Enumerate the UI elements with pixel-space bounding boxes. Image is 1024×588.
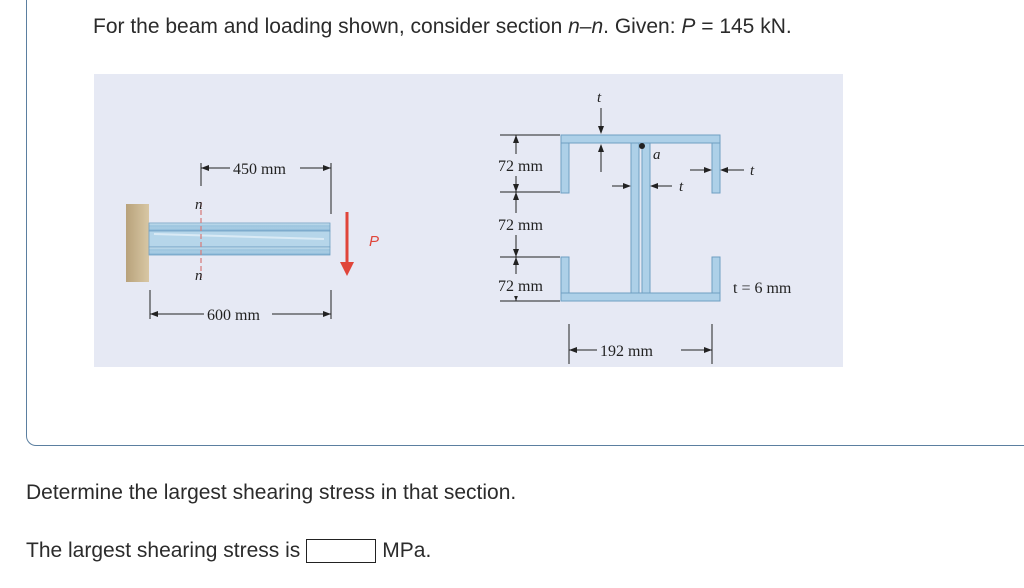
answer-prefix: The largest shearing stress is [26, 539, 301, 562]
t-right-label: t [750, 163, 755, 179]
cross-section [560, 134, 721, 302]
beam-figure: n n 450 mm 600 mm P [94, 74, 843, 367]
section-label: n–n [568, 15, 604, 38]
thickness-label: t = 6 mm [733, 280, 792, 297]
point-a [639, 143, 645, 149]
wall-support [126, 204, 149, 282]
beam-bottom-flange [148, 246, 331, 256]
dim-72-mid-label: 72 mm [498, 217, 543, 234]
answer-row: The largest shearing stress is MPa. [26, 539, 431, 563]
dim-450-label: 450 mm [233, 161, 286, 178]
dim-72-bot-label: 72 mm [498, 278, 543, 295]
t-top-label: t [597, 90, 602, 106]
point-a-label: a [653, 147, 661, 163]
t-inner-label: t [679, 179, 684, 195]
problem-card [26, 0, 1024, 446]
answer-unit: MPa. [382, 539, 432, 562]
dim-600-label: 600 mm [207, 307, 260, 324]
dim-72-top-label: 72 mm [498, 158, 543, 175]
question-text: Determine the largest shearing stress in… [26, 481, 517, 504]
dim-192-label: 192 mm [600, 343, 653, 360]
n-top-label: n [195, 197, 203, 213]
load-label: P [369, 233, 379, 250]
shearing-stress-input[interactable] [306, 539, 377, 563]
load-symbol: P [681, 15, 696, 38]
beam-top-flange [148, 222, 331, 232]
problem-statement: For the beam and loading shown, consider… [93, 15, 792, 38]
beam-diagram: n n 450 mm 600 mm P [126, 90, 792, 364]
n-bottom-label: n [195, 268, 203, 284]
